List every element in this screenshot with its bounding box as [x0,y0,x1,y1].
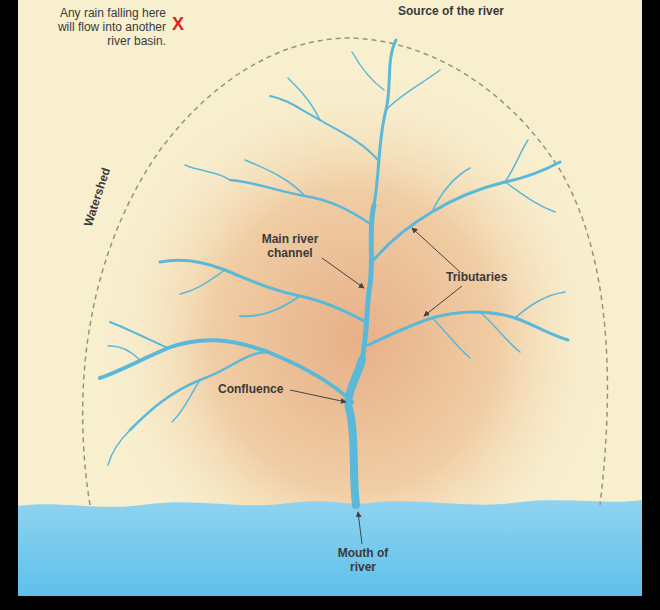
tributaries-label: Tributaries [446,270,536,284]
river-network [100,40,568,505]
cross-mark: X [172,14,192,34]
watershed-line [83,38,608,505]
confluence-label: Confluence [218,382,298,396]
source-label: Source of the river [398,4,508,18]
main-channel-label: Main river channel [252,232,328,260]
note-text: Any rain falling here will flow into ano… [40,6,166,48]
basin-glow [18,0,642,596]
leader-lines [290,228,462,544]
background-panel [18,0,642,596]
sea [18,500,642,596]
mouth-label: Mouth of river [328,546,398,574]
